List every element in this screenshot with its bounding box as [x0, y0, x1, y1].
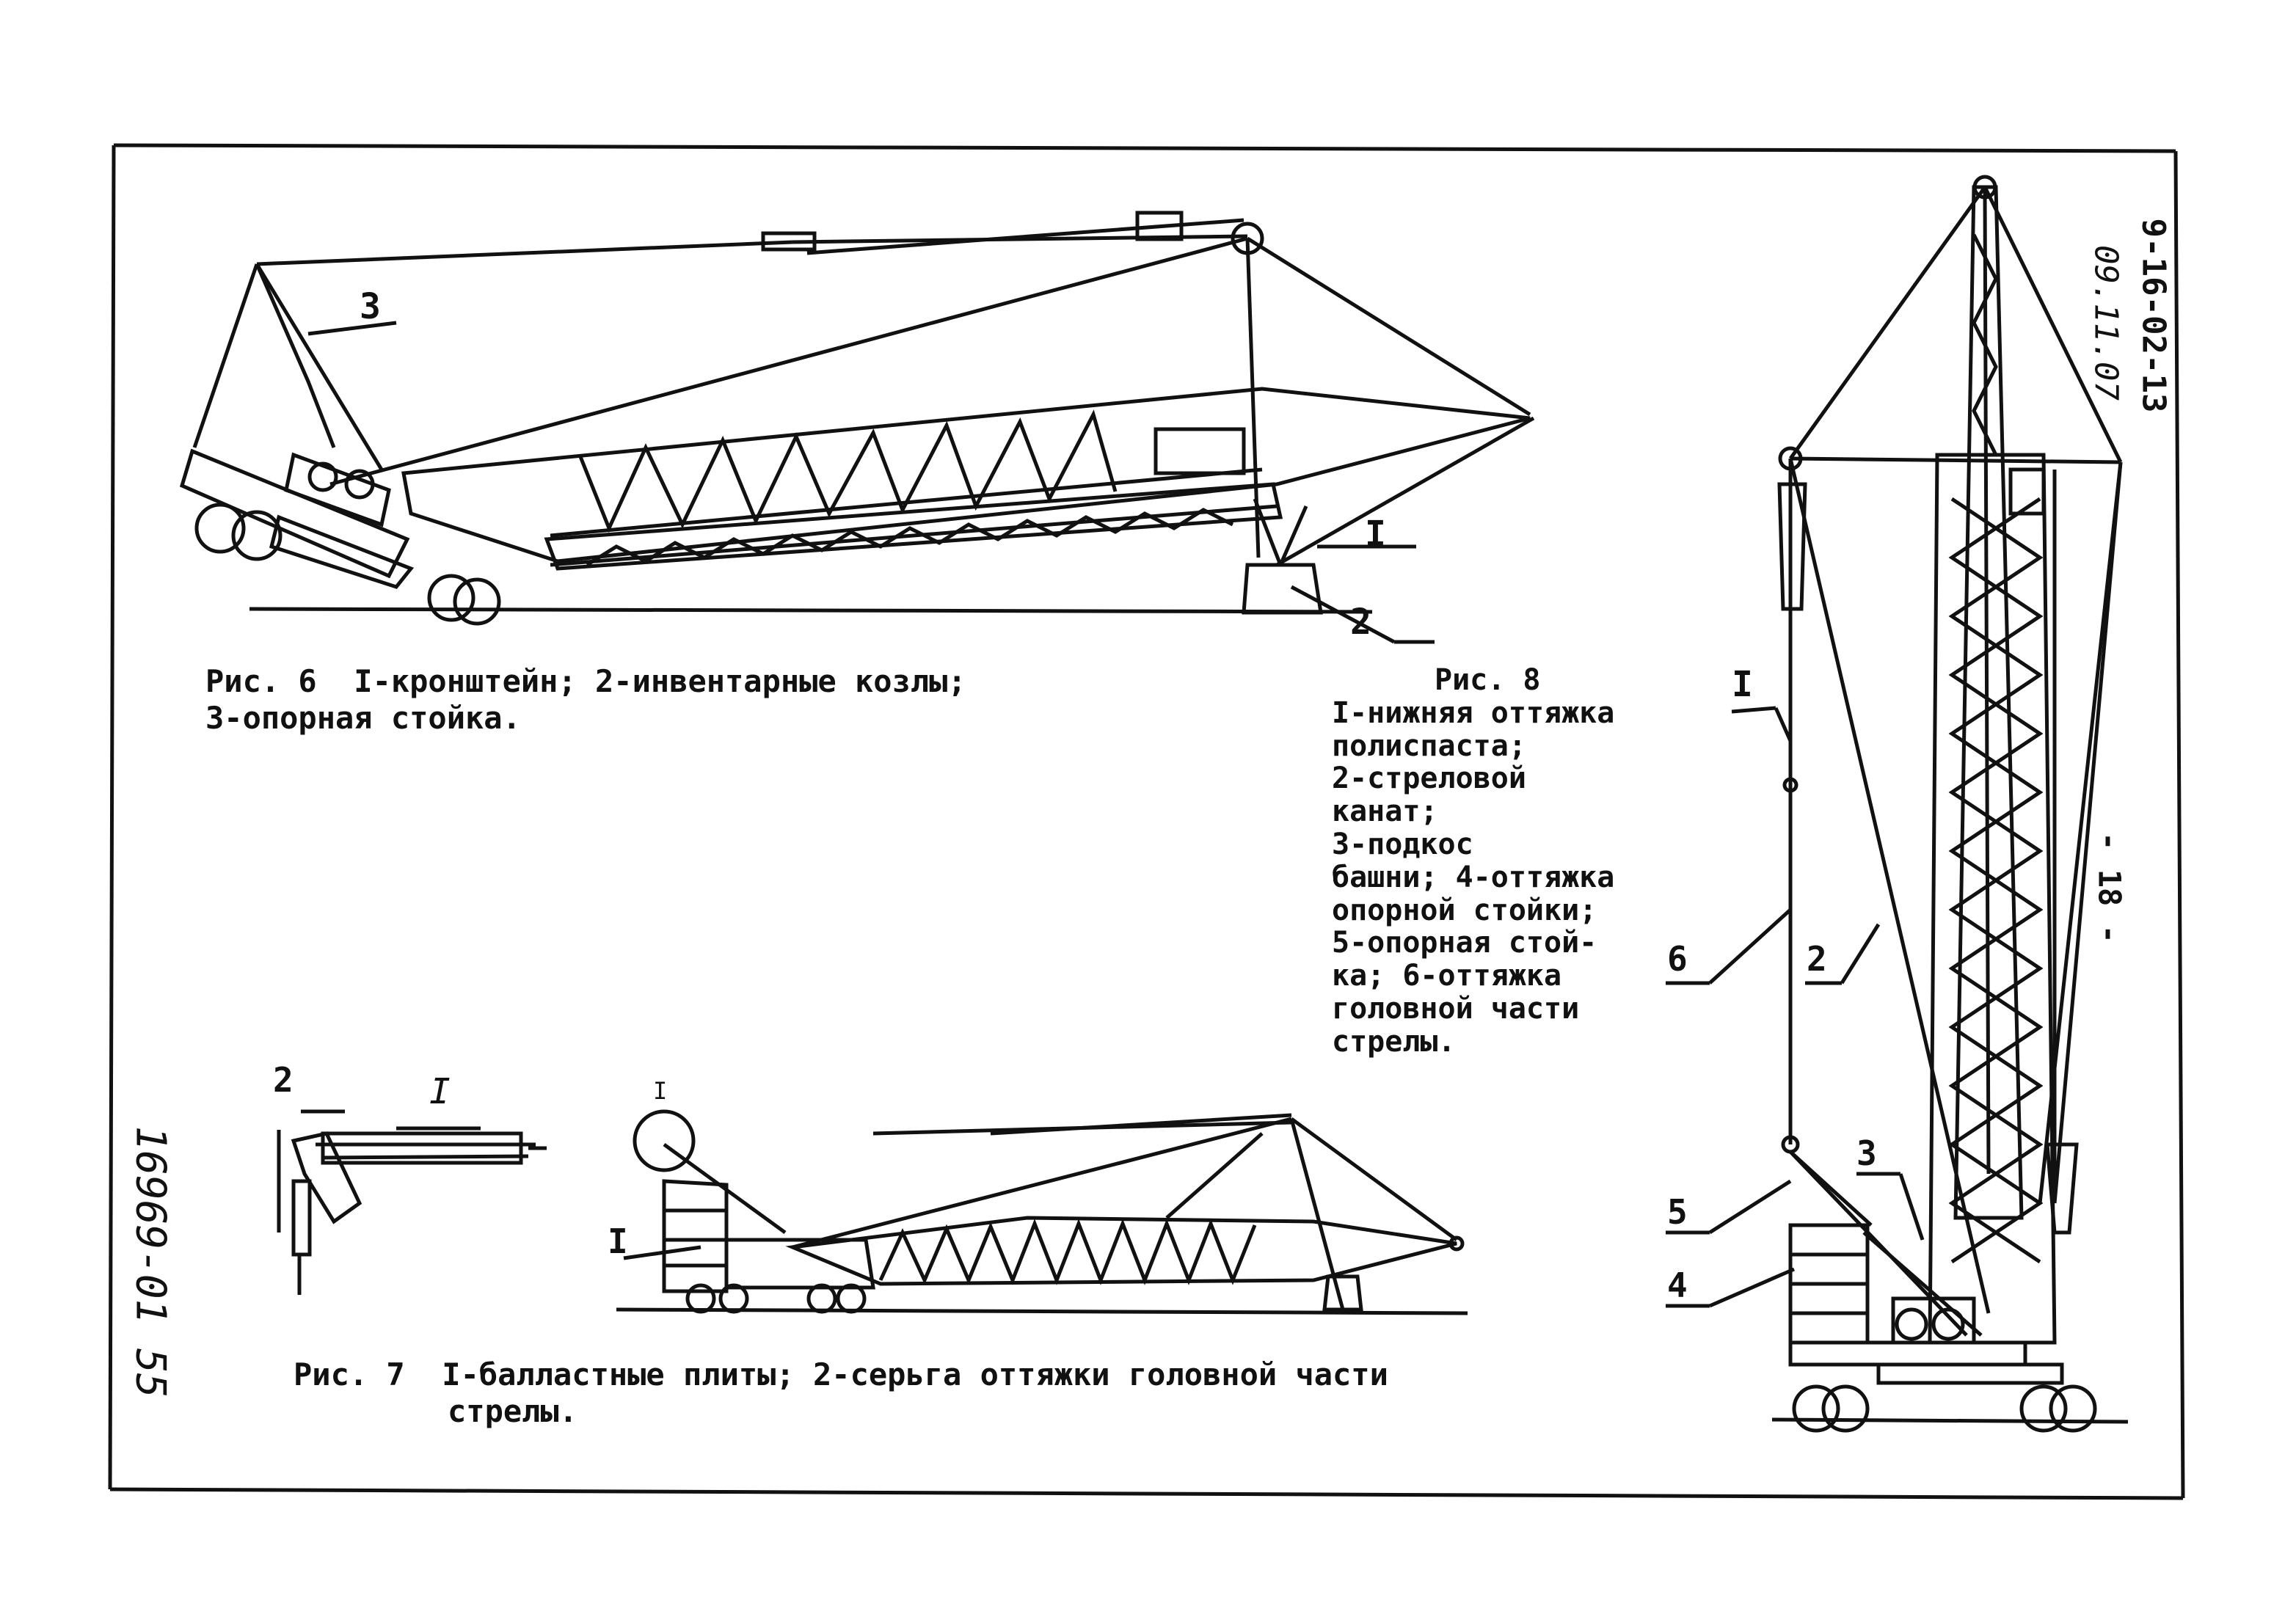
fig8-callout-6: 6	[1667, 939, 1688, 979]
fig8-callout-1: I	[1732, 664, 1753, 705]
fig8-callout-3: 3	[1856, 1133, 1877, 1173]
fig7-callout-2: 2	[273, 1060, 294, 1100]
fig8-caption-line: 5-опорная стой-	[1332, 926, 1597, 960]
fig8-callout-2: 2	[1807, 939, 1827, 979]
fig8-callout-4: 4	[1667, 1266, 1688, 1305]
fig8-caption-line: 3-подкос	[1332, 827, 1473, 861]
fig8-callout-5: 5	[1667, 1192, 1688, 1232]
fig6-callout-1: I	[1365, 514, 1386, 555]
fig6-callout-3: 3	[360, 286, 381, 327]
inventory-number: 16969-01 55	[126, 1125, 175, 1398]
fig8-caption-line: башни; 4-оттяжка	[1332, 860, 1615, 894]
fig8-caption-line: ка; 6-оттяжка	[1332, 959, 1562, 993]
fig7-callout-1-left: I	[608, 1222, 628, 1261]
fig8-caption-line: полиспаста;	[1332, 729, 1526, 763]
doc-code: 9-16-02-13	[2135, 218, 2173, 413]
fig6-caption-line2: 3-опорная стойка.	[205, 700, 521, 736]
fig7-detail-label: I	[429, 1071, 451, 1112]
fig8-caption-line: стрелы.	[1332, 1024, 1456, 1059]
fig6-caption-line1: Рис. 6 I-кронштейн; 2-инвентарные козлы;	[205, 663, 966, 699]
fig8-caption-line: головной части	[1332, 991, 1580, 1026]
fig7-callout-1-circle: I	[653, 1077, 668, 1105]
fig8-caption: Рис. 8 I-нижняя оттяжка полиспаста; 2-ст…	[1332, 664, 1614, 1059]
fig8-caption-line: 2-стреловой	[1332, 762, 1526, 796]
fig7-caption-line1: Рис. 7 I-балластные плиты; 2-серьга оття…	[294, 1356, 1388, 1392]
page-mark: - 18 -	[2091, 832, 2128, 943]
fig7-caption-line2: стрелы.	[448, 1393, 578, 1429]
fig8-caption-line: канат;	[1332, 795, 1438, 829]
fig8-drawing	[1666, 175, 2129, 1433]
fig6-callout-2: 2	[1350, 602, 1371, 643]
fig8-caption-line: I-нижняя оттяжка	[1332, 695, 1615, 730]
fig8-caption-line: опорной стойки;	[1332, 893, 1597, 927]
date-stamp: 09.11.07	[2087, 245, 2125, 401]
fig7-drawing	[616, 1109, 1468, 1315]
fig7-detail-drawing	[277, 1109, 547, 1295]
fig8-caption-title: Рис. 8	[1435, 663, 1541, 697]
fig6-drawing	[179, 211, 1535, 644]
sheet-frame	[108, 143, 2185, 1500]
